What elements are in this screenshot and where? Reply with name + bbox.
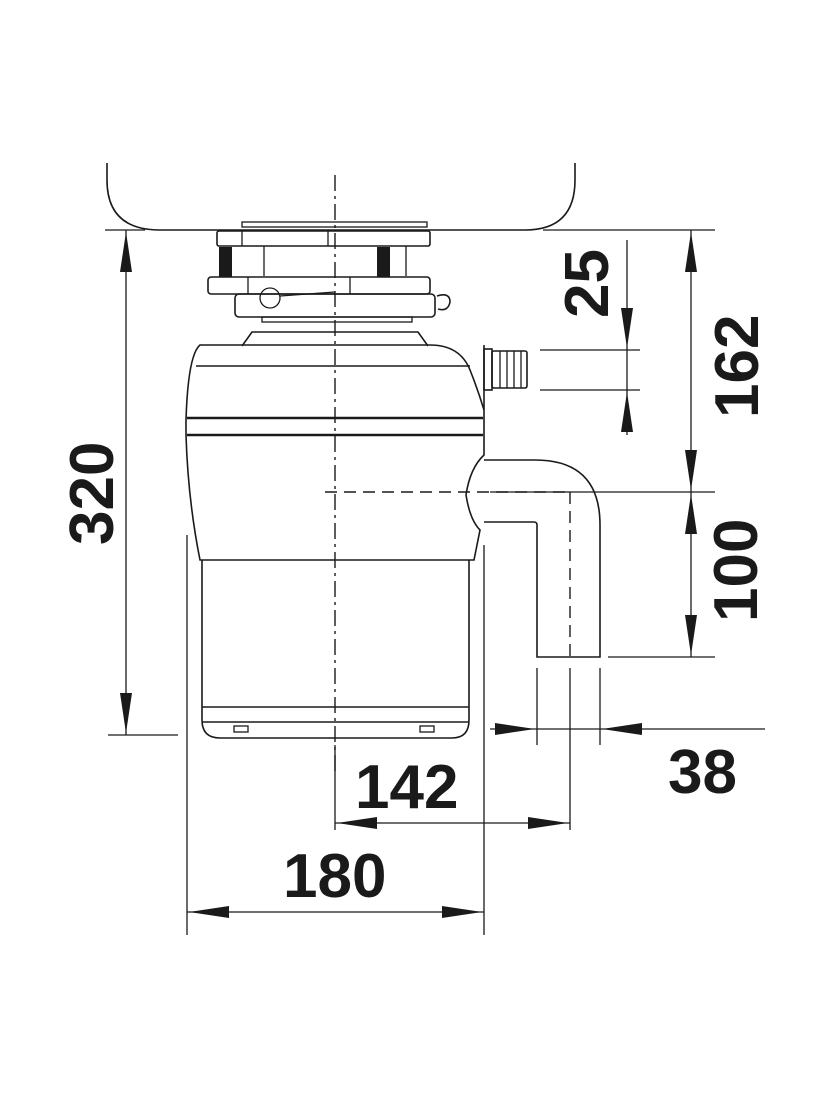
dimension-180: 180 — [187, 842, 484, 918]
label-38: 38 — [668, 738, 737, 807]
dishwasher-inlet — [483, 348, 528, 391]
label-142: 142 — [355, 753, 458, 822]
dimension-162: 162 — [685, 230, 772, 492]
label-100: 100 — [702, 519, 771, 622]
dimension-38: 38 — [490, 723, 765, 807]
dimension-142: 142 — [335, 753, 570, 829]
disposer-lower-body — [201, 560, 470, 739]
extension-lines — [105, 229, 715, 935]
sink-bowl — [106, 163, 576, 231]
label-25: 25 — [553, 249, 622, 318]
label-162: 162 — [703, 315, 772, 418]
dimension-25: 25 — [553, 240, 633, 435]
mounting-flange — [207, 221, 451, 347]
dimension-320: 320 — [58, 230, 132, 735]
dimension-100: 100 — [685, 492, 771, 657]
label-180: 180 — [283, 842, 386, 911]
label-320: 320 — [58, 442, 127, 545]
waste-outlet-elbow — [325, 459, 601, 658]
